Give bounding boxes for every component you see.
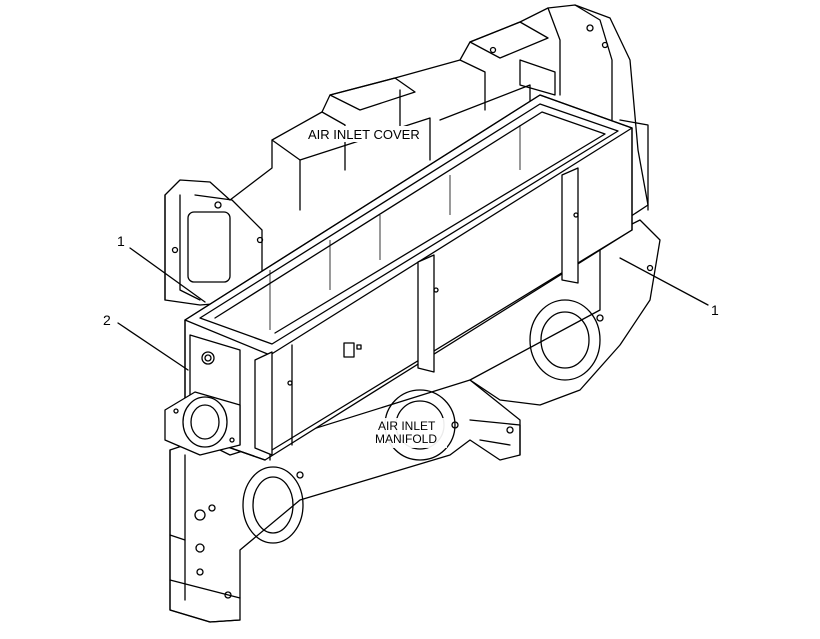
leader-line-1-right bbox=[619, 257, 709, 306]
label-air-inlet-cover: AIR INLET COVER bbox=[308, 127, 420, 142]
label-air-inlet-manifold-line1: AIR INLET bbox=[378, 419, 436, 433]
label-air-inlet-manifold-line2: MANIFOLD bbox=[375, 432, 437, 446]
callout-leaders bbox=[117, 247, 709, 371]
callout-number-1-left: 1 bbox=[117, 233, 125, 249]
callout-number-2: 2 bbox=[103, 312, 111, 328]
leader-line-1-left bbox=[129, 247, 206, 303]
leader-line-2 bbox=[117, 322, 189, 371]
air-inlet-cover bbox=[164, 94, 633, 461]
callout-number-1-right: 1 bbox=[711, 302, 719, 318]
